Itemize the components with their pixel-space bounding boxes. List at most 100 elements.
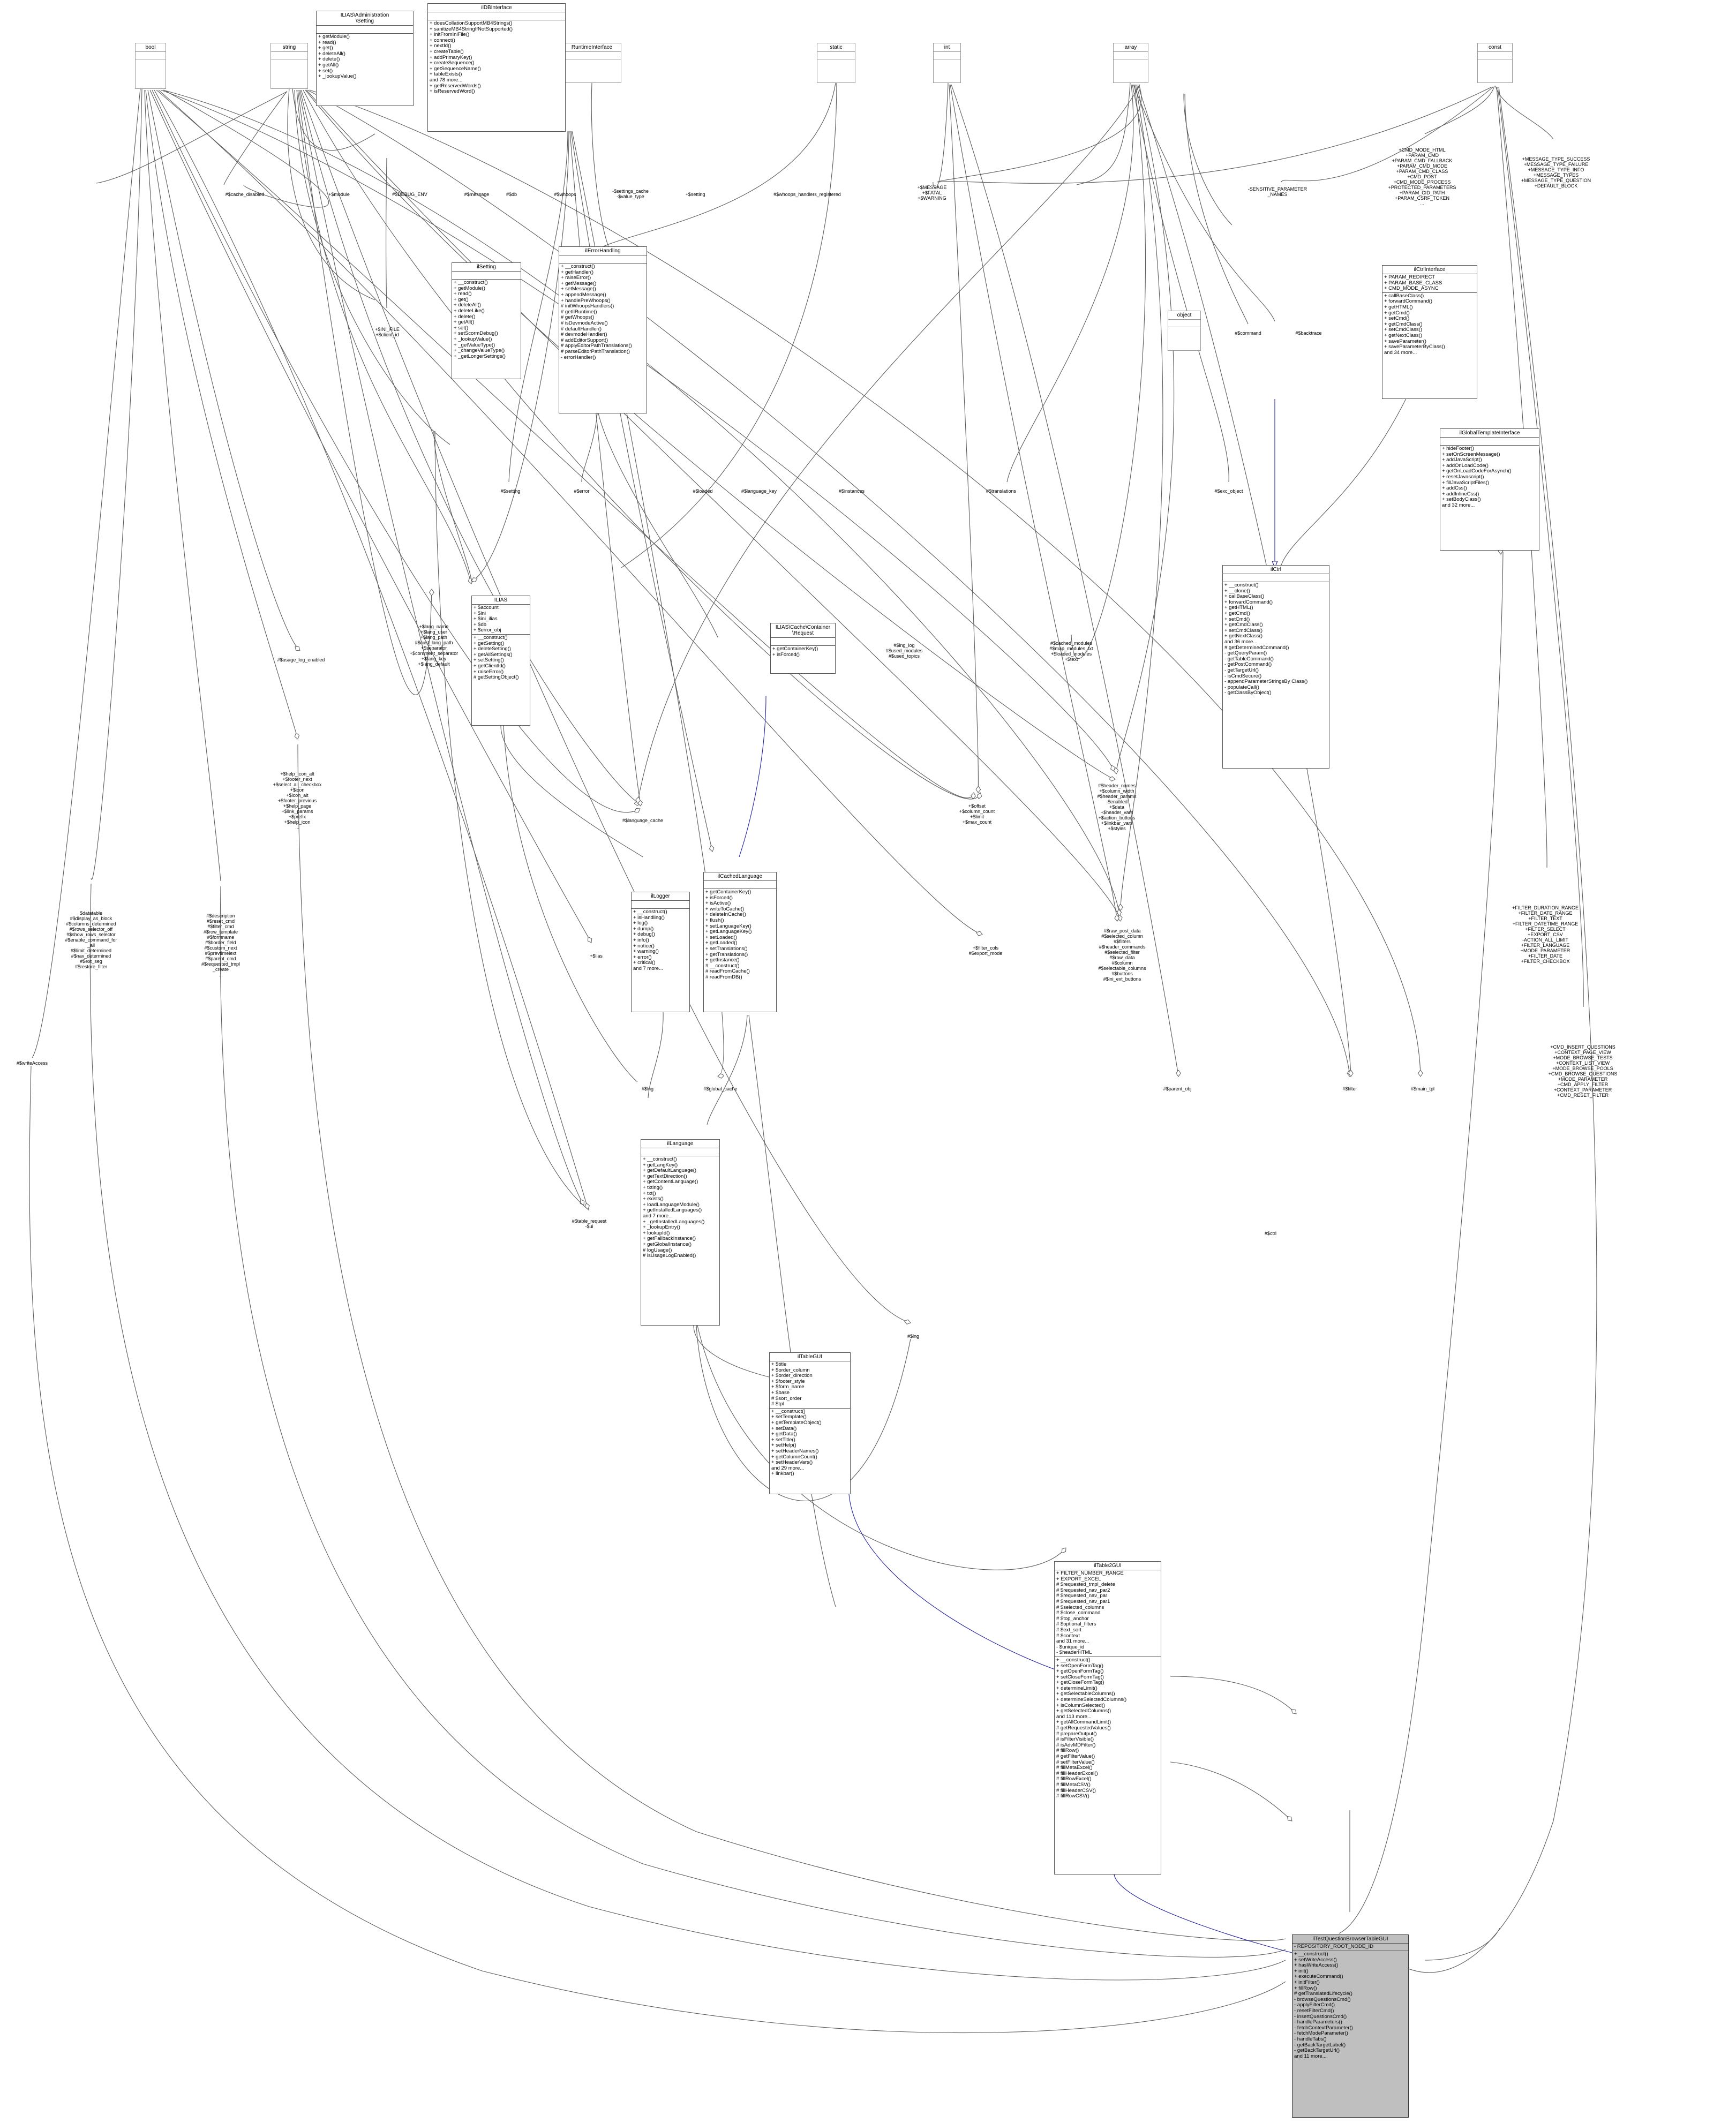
class-node-iltable2gui[interactable]: ilTable2GUI + FILTER_NUMBER_RANGE + EXPO… xyxy=(1054,1561,1161,1874)
class-operations: + hideFooter() + setOnScreenMessage() + … xyxy=(1440,446,1539,509)
class-member: + isForced() xyxy=(705,894,733,901)
class-member: - getTargetUrl() xyxy=(1224,667,1259,673)
class-member: + __construct() xyxy=(1294,1951,1328,1957)
class-title: ilCtrlInterface xyxy=(1382,266,1477,274)
class-member: + $footer_style xyxy=(771,1378,805,1384)
class-member: + getLanguageKey() xyxy=(705,929,752,935)
class-member: # $tpl xyxy=(771,1401,784,1407)
class-node-illanguage[interactable]: ilLanguage + __construct() + getLangKey(… xyxy=(641,1139,720,1326)
edge-label: #$exc_object xyxy=(1214,488,1243,494)
class-operations xyxy=(1114,59,1148,66)
class-member: # fillMetaCSV() xyxy=(1056,1781,1091,1788)
class-node-ilias[interactable]: ILIAS + $account + $ini + $ini_ilias + $… xyxy=(471,596,530,726)
class-member: + getAll() xyxy=(318,62,339,68)
class-node-int[interactable]: int xyxy=(933,43,961,83)
class-member: + txtlng() xyxy=(643,1184,663,1191)
class-node-const[interactable]: const xyxy=(1477,43,1513,83)
class-member: + setCmd() xyxy=(1224,616,1250,622)
class-member: + getContainerKey() xyxy=(705,889,751,895)
class-member: + $ini_ilias xyxy=(474,616,498,622)
class-member: + initFilter() xyxy=(1294,1979,1320,1985)
edge-label: #$usage_log_enabled xyxy=(277,657,325,663)
class-node-string[interactable]: string xyxy=(270,43,308,89)
edge-label: #$backtrace xyxy=(1295,330,1322,336)
class-node-illogger[interactable]: ilLogger + __construct() + isHandling() … xyxy=(631,892,690,1012)
class-attributes xyxy=(641,1148,719,1156)
class-member: - handleParameters() xyxy=(1294,2019,1342,2026)
class-member: - resetFilterCmd() xyxy=(1294,2007,1334,2014)
class-node-ilctrlinterface[interactable]: ilCtrlInterface + PARAM_REDIRECT + PARAM… xyxy=(1382,265,1477,399)
class-member: + writeToCache() xyxy=(705,906,745,912)
class-member: + initFromIniFile() xyxy=(430,32,470,38)
class-operations xyxy=(1478,59,1512,66)
class-title: static xyxy=(817,43,855,52)
class-node-ilerrorhandling[interactable]: ilErrorHandling + __construct() + getHan… xyxy=(559,246,647,413)
edge-label: +MESSAGE_TYPE_SUCCESS +MESSAGE_TYPE_FAIL… xyxy=(1521,156,1591,189)
class-member: + read() xyxy=(318,39,336,46)
class-node-runtimeinterface[interactable]: RuntimeInterface xyxy=(562,43,621,83)
class-node-ilcachedlanguage[interactable]: ilCachedLanguage + getContainerKey() + i… xyxy=(703,872,777,1012)
class-member: # $optional_filters xyxy=(1056,1621,1096,1628)
class-member: # readFromDB() xyxy=(705,974,742,980)
edge-label: #$main_tpl xyxy=(1410,1086,1435,1091)
class-attributes xyxy=(817,52,855,59)
class-member: + addJavaScript() xyxy=(1442,457,1482,463)
class-node-iltablegui[interactable]: ilTableGUI + $title + $order_column + $o… xyxy=(769,1352,851,1494)
class-node-static[interactable]: static xyxy=(817,43,855,83)
class-member: + setHelp() xyxy=(771,1442,796,1449)
class-member: + _getValueType() xyxy=(454,342,495,348)
class-member: + resetJavascript() xyxy=(1442,473,1484,480)
class-operations: + __construct() + setWriteAccess() + has… xyxy=(1292,1951,1408,2060)
class-member: # $close_command xyxy=(1056,1610,1101,1616)
class-member: + setBodyClass() xyxy=(1442,496,1481,503)
class-node-bool[interactable]: bool xyxy=(135,43,166,89)
class-member: - getBackTargetLabel() xyxy=(1294,2042,1346,2048)
class-operations: + getContainerKey() + isForced() + isAct… xyxy=(704,889,776,981)
edge-label: +$INI_FILE +$client_id xyxy=(375,327,400,337)
class-operations xyxy=(563,59,621,66)
class-member: + _changeValueType() xyxy=(454,348,505,354)
class-member: # getIlRuntime() xyxy=(561,308,597,315)
class-title: ilErrorHandling xyxy=(559,247,647,255)
class-member: + setHeaderVars() xyxy=(771,1459,813,1466)
class-member: - fetchContextParameter() xyxy=(1294,2024,1353,2031)
class-node-ilglobaltemplateinterface[interactable]: ilGlobalTemplateInterface + hideFooter()… xyxy=(1440,428,1539,551)
class-member: + getSetting() xyxy=(474,640,505,646)
class-member: - $unique_id xyxy=(1056,1644,1085,1650)
class-member: # $selected_columns xyxy=(1056,1604,1104,1610)
class-title: array xyxy=(1114,43,1148,52)
class-title: bool xyxy=(136,43,166,52)
class-title: ILIAS xyxy=(472,596,530,605)
class-node-cache-container-request[interactable]: ILIAS\Cache\Container \Request + getCont… xyxy=(770,623,836,674)
class-member: + isActive() xyxy=(705,900,731,907)
class-member: + PARAM_REDIRECT xyxy=(1384,274,1436,280)
edge-label: #$command xyxy=(1235,330,1261,336)
class-node-array[interactable]: array xyxy=(1113,43,1148,83)
class-operations xyxy=(817,59,855,66)
class-member: - applyFilterCmd() xyxy=(1294,2002,1335,2008)
class-member: # $ext_sort xyxy=(1056,1627,1081,1633)
class-node-ilctrl[interactable]: ilCtrl + __construct() + __clone() + cal… xyxy=(1222,565,1329,769)
edge-label: #$loaded xyxy=(693,488,713,494)
class-node-ildbinterface[interactable]: ilDBInterface + doesCollationSupportMB4S… xyxy=(427,3,566,132)
class-title: ilCtrl xyxy=(1223,566,1329,574)
class-attributes xyxy=(1478,52,1512,59)
class-title: ILIAS\Administration \Setting xyxy=(317,11,413,26)
class-member: and 113 more... xyxy=(1056,1713,1092,1720)
class-member: - insertQuestionsCmd() xyxy=(1294,2013,1347,2020)
class-title: int xyxy=(934,43,960,52)
class-member: + setLanguageKey() xyxy=(705,923,751,929)
class-node-object[interactable]: object xyxy=(1168,311,1201,351)
class-member: + __construct() xyxy=(643,1156,677,1162)
edge-label: #$table_request -$ui xyxy=(572,1218,607,1229)
class-title: ilCachedLanguage xyxy=(704,872,776,881)
class-member: + setOnScreenMessage() xyxy=(1442,451,1500,457)
class-member: and 36 more... xyxy=(1224,638,1258,645)
class-node-ilsetting[interactable]: ilSetting + __construct() + getModule() … xyxy=(452,262,521,379)
class-node-setting[interactable]: ILIAS\Administration \Setting + getModul… xyxy=(316,11,414,106)
edge-label: -SENSITIVE_PARAMETER _NAMES xyxy=(1247,186,1307,197)
class-node-iltestquestionbrowsertablegui[interactable]: ilTestQuestionBrowserTableGUI - REPOSITO… xyxy=(1292,1934,1409,2118)
class-member: + warning() xyxy=(633,948,659,955)
class-operations xyxy=(934,59,960,66)
